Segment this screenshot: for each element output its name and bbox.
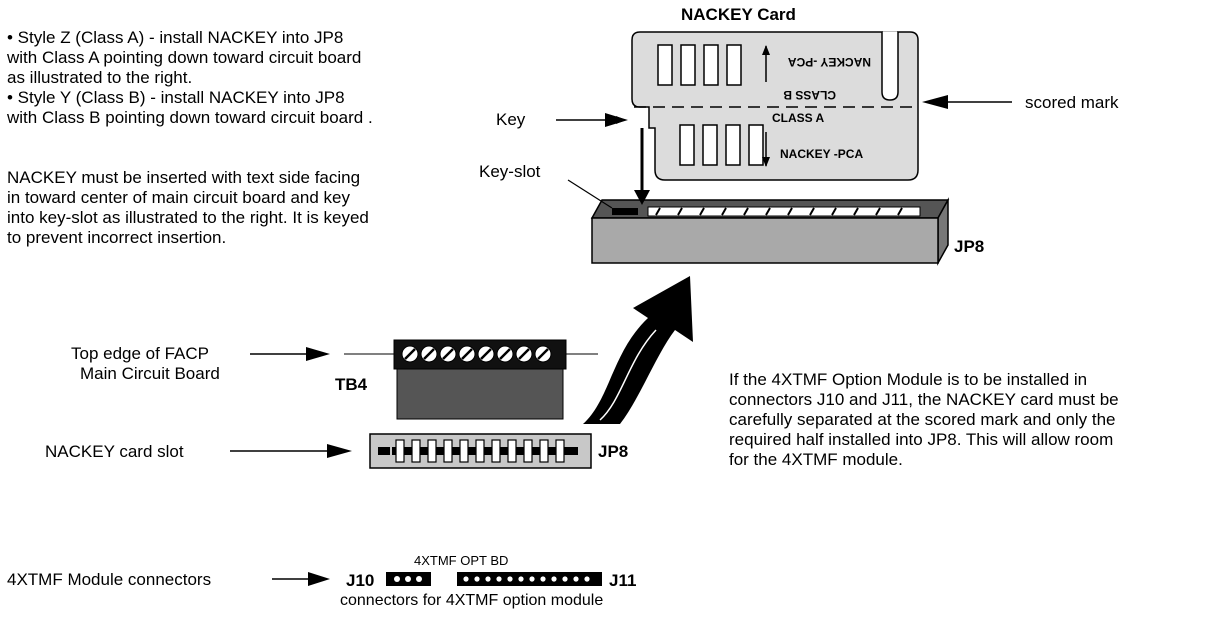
- card-slot-arrowhead: [327, 444, 352, 458]
- top-edge-arrowhead: [306, 347, 330, 361]
- key-label: Key: [496, 110, 526, 129]
- jp8-connector-label: JP8: [954, 237, 985, 256]
- card-lower-windows: [679, 124, 764, 166]
- key-arrowhead: [605, 113, 628, 127]
- card-slot-label: NACKEY card slot: [45, 442, 184, 461]
- j10-label: J10: [346, 571, 375, 590]
- module-connectors-arrowhead: [308, 572, 330, 586]
- card-upper-windows: [657, 44, 742, 86]
- instruction-style-y-line1: • Style Y (Class B) - install NACKEY int…: [7, 88, 345, 107]
- big-curved-arrow: [583, 276, 693, 424]
- note-line2: connectors J10 and J11, the NACKEY card …: [729, 390, 1119, 409]
- j10-pins: [394, 576, 422, 582]
- scored-mark-label: scored mark: [1025, 93, 1119, 112]
- nackey-card-title: NACKEY Card: [681, 5, 796, 24]
- instruction-paragraph-line1: NACKEY must be inserted with text side f…: [7, 168, 361, 187]
- nackey-card: [631, 31, 919, 181]
- jp8-slot-ticks: [655, 207, 903, 216]
- note-line4: required half installed into JP8. This w…: [729, 430, 1114, 449]
- card-label-bottom: NACKEY -PCA: [780, 147, 863, 161]
- top-edge-label-line1: Top edge of FACP: [71, 344, 209, 363]
- card-label-top: NACKEY -PCA: [788, 55, 871, 69]
- note-line3: carefully separated at the scored mark a…: [729, 410, 1116, 429]
- scored-mark-arrowhead: [922, 95, 948, 109]
- tb4-screw-slots: [404, 348, 549, 360]
- top-edge-label-line2: Main Circuit Board: [80, 364, 220, 383]
- jp8-board-pins: [395, 439, 565, 463]
- instruction-style-z-line3: as illustrated to the right.: [7, 68, 193, 87]
- instruction-style-y-line2: with Class B pointing down toward circui…: [7, 108, 373, 127]
- card-class-b-label: CLASS B: [783, 88, 836, 102]
- opt-bd-label: 4XTMF OPT BD: [414, 553, 509, 568]
- card-class-a-label: CLASS A: [772, 111, 825, 125]
- note-line1: If the 4XTMF Option Module is to be inst…: [729, 370, 1088, 389]
- key-slot-label: Key-slot: [479, 162, 541, 181]
- instruction-paragraph-line4: to prevent incorrect insertion.: [7, 228, 227, 247]
- instruction-style-z-line2: with Class A pointing down toward circui…: [7, 48, 362, 67]
- connectors-caption: connectors for 4XTMF option module: [340, 592, 604, 609]
- jp8-connector: [590, 197, 950, 266]
- insertion-arrowhead: [634, 190, 650, 205]
- jp8-board-label: JP8: [598, 442, 629, 461]
- j11-pins: [463, 576, 590, 582]
- module-connectors-label: 4XTMF Module connectors: [7, 570, 212, 589]
- tb4-label: TB4: [335, 375, 368, 394]
- instruction-paragraph-line2: in toward center of main circuit board a…: [7, 188, 351, 207]
- instruction-paragraph-line3: into key-slot as illustrated to the righ…: [7, 208, 369, 227]
- curved-arrow-highlight: [599, 329, 657, 421]
- instruction-style-z-line1: • Style Z (Class A) - install NACKEY int…: [7, 28, 344, 47]
- key-slot-leader: [567, 179, 613, 209]
- note-line5: for the 4XTMF module.: [729, 450, 903, 469]
- j11-label: J11: [609, 571, 637, 590]
